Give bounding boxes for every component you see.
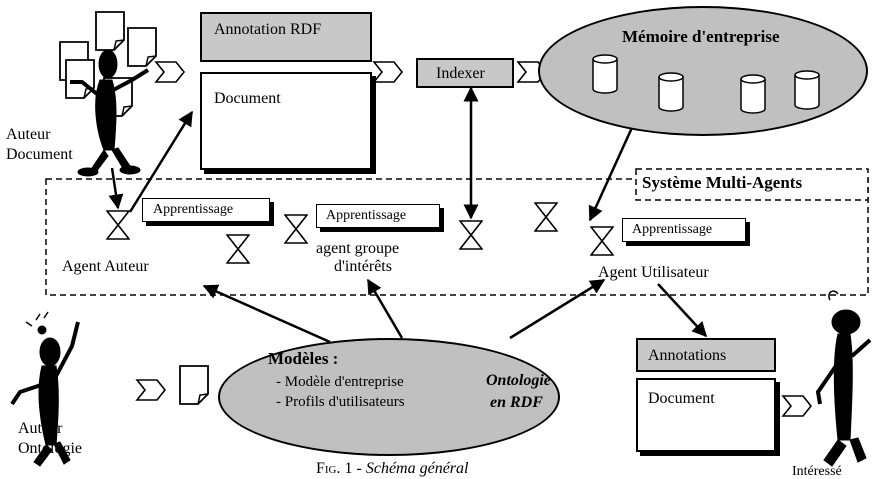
database-cylinder-icon <box>740 74 766 114</box>
arrow <box>657 283 708 338</box>
agent-hourglass-icon <box>226 234 250 264</box>
agent-hourglass-icon <box>590 226 614 256</box>
ontologie-label-1: Ontologie <box>486 372 551 389</box>
document-label: Document <box>214 90 281 107</box>
flow-chevron-icon <box>155 61 185 83</box>
arrow <box>108 167 124 210</box>
modeles-item-1: - Modèle d'entreprise <box>276 374 404 390</box>
auteur-ontologie-label-2: Ontologie <box>18 440 82 457</box>
modeles-title: Modèles : <box>268 349 339 368</box>
modeles-ellipse <box>218 338 560 456</box>
mas-title: Système Multi-Agents <box>642 173 803 192</box>
flow-chevron-icon <box>373 61 403 83</box>
arrow <box>366 278 404 339</box>
paper-icon <box>127 27 157 67</box>
annotation-rdf-label: Annotation RDF <box>214 21 322 38</box>
agent-hourglass-icon <box>284 214 308 244</box>
auteur-ontologie-label-1: Auteur <box>18 420 63 437</box>
database-cylinder-icon <box>592 54 618 94</box>
modeles-item-2: - Profils d'utilisateurs <box>276 394 405 410</box>
arrow <box>128 110 194 213</box>
database-cylinder-icon <box>658 72 684 112</box>
paper-icon <box>65 59 95 99</box>
agent-hourglass-icon <box>459 220 483 250</box>
agent-hourglass-icon <box>534 202 558 232</box>
paper-icon <box>95 11 125 51</box>
document-box: Document <box>200 72 372 170</box>
database-cylinder-icon <box>794 70 820 110</box>
apprentissage-label: Apprentissage <box>632 222 713 237</box>
right-document-label: Document <box>648 390 715 407</box>
annotation-rdf-box: Annotation RDF <box>200 12 372 62</box>
caption-fig: Fig. 1 - <box>316 460 366 477</box>
paper-icon <box>179 365 209 405</box>
arrow <box>202 284 331 344</box>
apprentissage-label: Apprentissage <box>153 202 234 217</box>
interesse-label: Intéressé <box>792 464 842 479</box>
apprentissage-box-groupe: Apprentissage <box>316 204 440 228</box>
right-document-box: Document <box>636 378 776 452</box>
mas-dashed-box <box>45 178 869 296</box>
figure-caption: Fig. 1 - Schéma général <box>316 460 468 478</box>
author-figure-icon <box>70 49 150 177</box>
auteur-document-label-2: Document <box>6 146 73 163</box>
agent-auteur-label: Agent Auteur <box>62 258 149 275</box>
caption-text: Schéma général <box>365 460 469 477</box>
annotations-box: Annotations <box>636 338 776 372</box>
indexer-box: Indexer <box>416 58 514 88</box>
apprentissage-box-auteur: Apprentissage <box>142 198 270 222</box>
annotations-label: Annotations <box>648 347 727 364</box>
flow-chevron-icon <box>136 379 166 401</box>
interested-user-figure-icon <box>815 290 872 467</box>
agent-groupe-label-2: d'intérêts <box>334 258 392 275</box>
agent-hourglass-icon <box>106 210 130 240</box>
agent-groupe-label-1: agent groupe <box>316 240 400 257</box>
apprentissage-label: Apprentissage <box>326 208 407 223</box>
ontology-author-figure-icon <box>10 311 80 467</box>
agent-utilisateur-label: Agent Utilisateur <box>598 264 709 281</box>
apprentissage-box-utilisateur: Apprentissage <box>622 218 746 242</box>
ontologie-label-2: en RDF <box>490 394 543 411</box>
auteur-document-label-1: Auteur <box>6 126 51 143</box>
indexer-label: Indexer <box>436 65 485 82</box>
arrow <box>509 278 606 340</box>
memoire-label: Mémoire d'entreprise <box>622 27 780 46</box>
mas-title-box <box>635 168 869 201</box>
flow-chevron-icon <box>782 395 812 417</box>
